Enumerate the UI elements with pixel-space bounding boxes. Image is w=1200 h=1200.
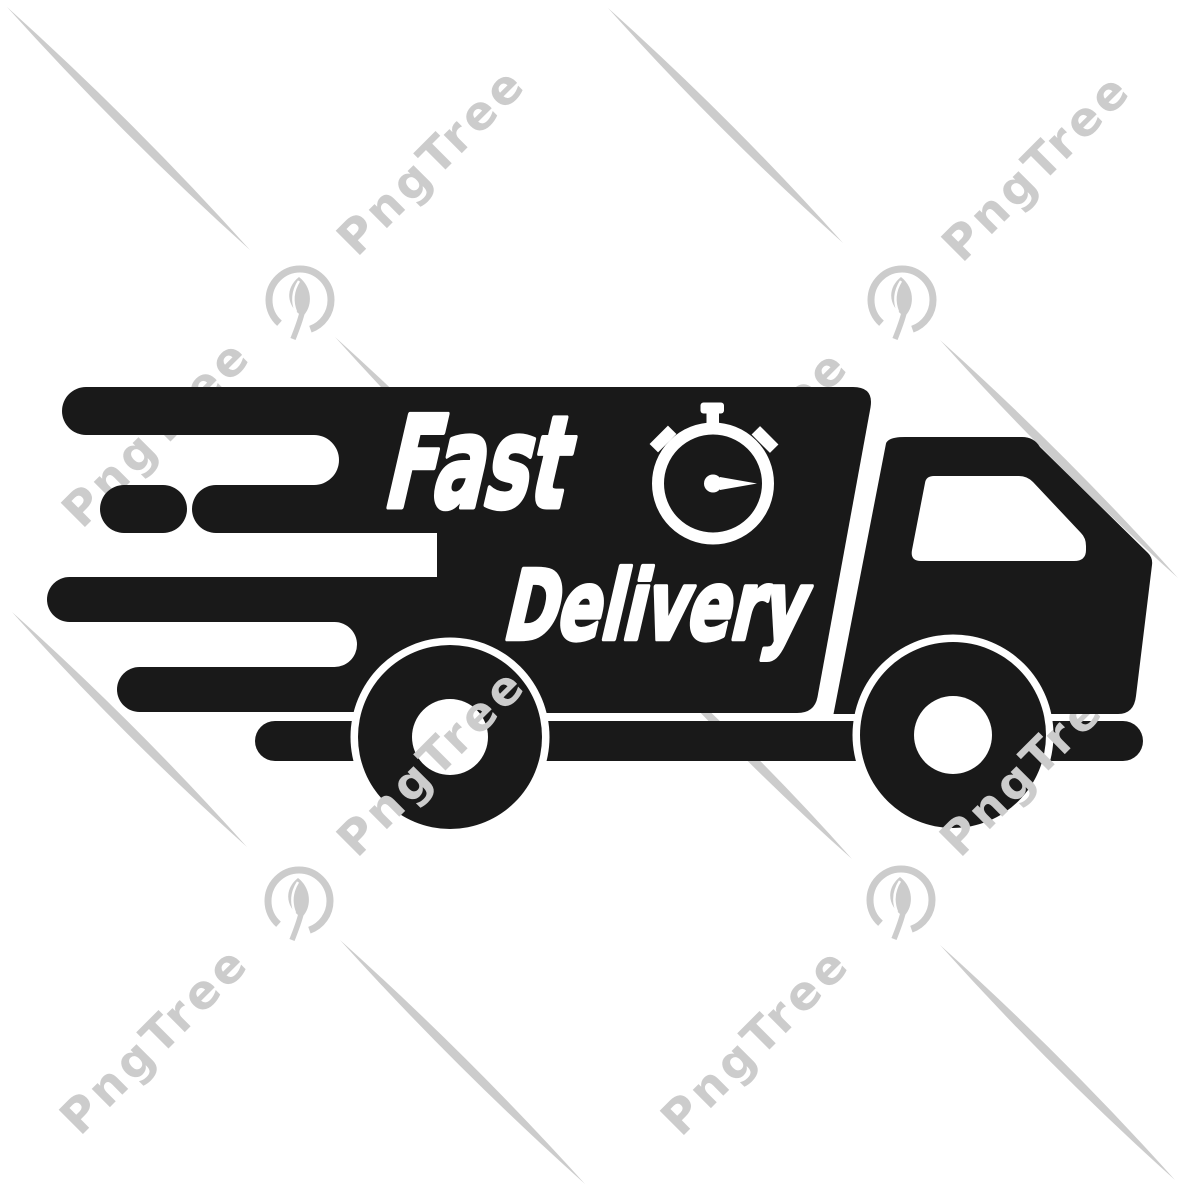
stopwatch-left-lug — [649, 425, 677, 453]
watermark-brand-text: PngTree — [651, 936, 862, 1147]
stopwatch-ring — [652, 422, 774, 545]
cab-window — [911, 476, 1086, 561]
watermark-leaf-logo — [866, 865, 936, 941]
speed-line-5 — [117, 667, 500, 712]
stopwatch-needle — [720, 477, 757, 490]
watermark-slash — [940, 340, 1178, 578]
truck-label-delivery: Delivery — [496, 550, 822, 662]
stopwatch-right-lug — [751, 426, 779, 453]
watermark-slash — [12, 612, 247, 847]
stopwatch-hub — [704, 474, 722, 493]
watermark-slash — [608, 8, 843, 243]
stopwatch-icon — [649, 402, 779, 545]
speed-line-3 — [192, 485, 500, 533]
truck-label-fast: Fast — [374, 390, 589, 538]
watermark-logo-circles — [264, 265, 937, 942]
slot-cap-2 — [393, 533, 437, 577]
watermark-brand-text: PngTree — [932, 62, 1143, 273]
speed-line-1 — [62, 387, 500, 435]
watermark-slash — [7, 7, 250, 250]
truck-cab — [833, 437, 1153, 714]
watermark-slash — [340, 940, 585, 1184]
watermark-leaf-logo — [265, 265, 335, 341]
watermark-leaf-logo — [867, 265, 937, 341]
slot-cap-1 — [289, 435, 339, 485]
slot-cap-3 — [312, 622, 357, 667]
stopwatch-button-stem — [706, 412, 719, 424]
truck-body — [47, 387, 1153, 714]
watermark-brand-text: PngTree — [327, 56, 538, 267]
stopwatch-button-cap — [700, 402, 724, 414]
speed-line-2 — [100, 485, 187, 533]
watermark-leaf-logo — [264, 866, 334, 942]
speed-line-4 — [47, 577, 500, 622]
watermark-brand-text: PngTree — [50, 935, 261, 1146]
watermark-slash — [940, 945, 1175, 1180]
